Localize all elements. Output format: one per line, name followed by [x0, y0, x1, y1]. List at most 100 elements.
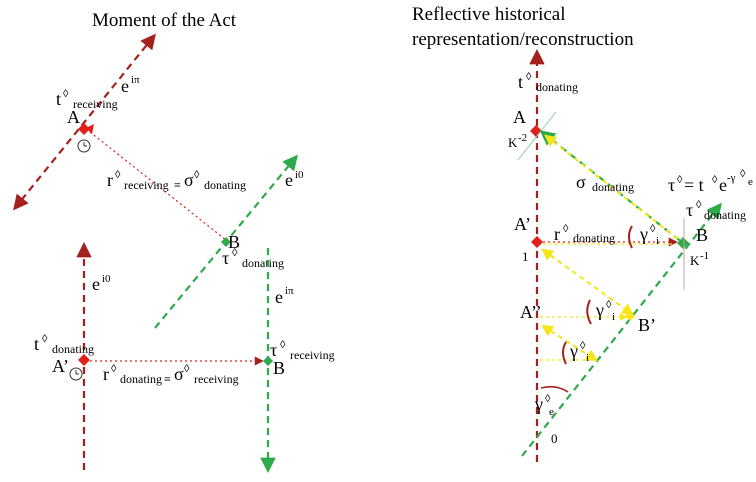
left-sigma2-sub: receiving [194, 372, 239, 386]
right-point-A-prime-marker [531, 236, 543, 248]
right-point-A-dprime-label: A’’ [520, 302, 542, 322]
left-r2-diamond: ◊ [111, 363, 117, 375]
left-right-exp-base: e [285, 170, 293, 190]
right-angle-arc-e [540, 385, 569, 393]
left-t-donating-base: t [34, 334, 39, 354]
right-t-donating-base: t [518, 72, 523, 92]
left-t-receiving-diamond: ◊ [63, 88, 69, 100]
right-point-A-marker [530, 125, 542, 137]
right-sigma-sub: donating [592, 180, 634, 194]
left-tau-sub: donating [242, 256, 284, 270]
right-point-B-marker [677, 237, 689, 249]
right-gamma2-sub: i [612, 311, 615, 323]
left-point-B-marker [221, 237, 231, 247]
left-tau-recv-sub: receiving [290, 348, 335, 362]
right-tau-eq-exp-sub: e [748, 176, 753, 188]
left-t-donating-sub: donating [52, 342, 94, 356]
right-gamma2-base: γ [595, 300, 604, 320]
left-r-sub: receiving [124, 178, 169, 192]
right-t-donating-diamond: ◊ [526, 71, 532, 83]
right-tau-eq-rhs: = t [684, 175, 704, 195]
right-K-A-exp: -2 [518, 132, 527, 144]
left-t-donating-diamond: ◊ [42, 333, 48, 345]
left-vert-exp-base: e [92, 274, 100, 294]
right-panel-title-line1: Reflective historical [412, 4, 566, 25]
left-t-receiving-base: t [56, 89, 61, 109]
left-dotted-A-B-line [89, 131, 227, 241]
left-panel: Moment of the Act e iπ t ◊ receiving A r… [13, 10, 335, 474]
right-gamma3-base: γ [569, 341, 578, 361]
left-right-vert-exp-base: e [275, 287, 283, 307]
right-panel: Reflective historical representation/rec… [412, 4, 753, 462]
right-tau-eq-exp-diamond: ◊ [740, 168, 746, 180]
right-sigma-base: σ [576, 172, 586, 192]
right-angle-arc-2 [586, 299, 592, 325]
left-r2-equiv: ≡ [164, 372, 171, 386]
right-tau-eq-lhs: τ [668, 175, 675, 195]
right-t-donating-sub: donating [536, 80, 578, 94]
left-r-diamond: ◊ [115, 169, 121, 181]
left-r-equiv: ≡ [174, 178, 181, 192]
right-K-B-exp: -1 [700, 250, 709, 262]
left-sigma-diamond: ◊ [194, 169, 200, 181]
right-gamma-e-sub: e [549, 406, 554, 418]
left-r2-sub: donating [120, 372, 162, 386]
right-tau-sub: donating [704, 208, 746, 222]
right-gamma1-base: γ [639, 224, 648, 244]
right-yellow-A-prime-B-prime [541, 248, 634, 316]
left-point-A-prime-marker [78, 354, 90, 366]
right-yellow-A-dprime-lower [540, 324, 599, 362]
right-gamma1-diamond: ◊ [650, 223, 656, 235]
right-angle-arc-1 [628, 225, 633, 249]
right-K-B-base: K [690, 253, 700, 268]
left-top-exp-base: e [121, 76, 129, 96]
right-r-base: r [554, 224, 560, 244]
right-gamma-e-diamond: ◊ [545, 393, 551, 405]
right-tau-base: τ [686, 200, 693, 220]
left-point-A-label: A [67, 107, 80, 127]
right-tau-eq-diamond: ◊ [677, 174, 683, 186]
right-tau-eq-e: e [719, 175, 727, 195]
right-sigma-yellow-line [544, 134, 684, 244]
right-r-sub: donating [573, 231, 615, 245]
left-point-A-marker [78, 123, 90, 135]
left-panel-title: Moment of the Act [92, 10, 237, 31]
right-gamma2-diamond: ◊ [606, 299, 612, 311]
left-r2-base: r [103, 364, 109, 384]
clock-icon [77, 139, 91, 153]
left-vert-exp: i0 [102, 273, 111, 285]
right-tau-eq-diamond2: ◊ [712, 174, 718, 186]
left-sigma-sub: donating [204, 178, 246, 192]
left-point-B2-marker [263, 356, 273, 366]
left-right-exp: i0 [295, 169, 304, 181]
right-point-B-prime-marker [625, 311, 635, 321]
left-right-vert-exp: iπ [285, 285, 294, 297]
right-tau-eq-exp: -γ [727, 172, 736, 184]
right-one-label: 1 [522, 249, 529, 264]
clock-icon [69, 367, 83, 381]
left-red-diagonal-arrow [13, 33, 156, 211]
right-panel-title-line2: representation/reconstruction [412, 29, 634, 50]
left-r-base: r [107, 170, 113, 190]
right-point-B-label: B [696, 225, 708, 245]
left-tau-recv-base: τ [270, 340, 277, 360]
left-tau-diamond: ◊ [232, 247, 238, 259]
right-point-B-prime-label: B’ [638, 315, 656, 335]
left-sigma2-base: σ [174, 364, 184, 384]
left-top-exp: iπ [131, 74, 140, 86]
right-gamma3-diamond: ◊ [580, 340, 586, 352]
right-gamma-e-base: γ [534, 394, 543, 414]
left-point-B2-label: B [273, 358, 285, 378]
left-sigma-base: σ [184, 170, 194, 190]
left-t-receiving-sub: receiving [73, 97, 118, 111]
right-tau-diamond: ◊ [696, 199, 702, 211]
right-point-A-prime-label: A’ [514, 214, 531, 234]
right-green-diagonal [521, 202, 722, 457]
right-point-A-tangent [517, 111, 557, 161]
left-sigma2-diamond: ◊ [184, 363, 190, 375]
right-point-A-label: A [513, 107, 526, 127]
right-K-A-base: K [508, 135, 518, 150]
right-zero-label: 0 [551, 431, 558, 446]
